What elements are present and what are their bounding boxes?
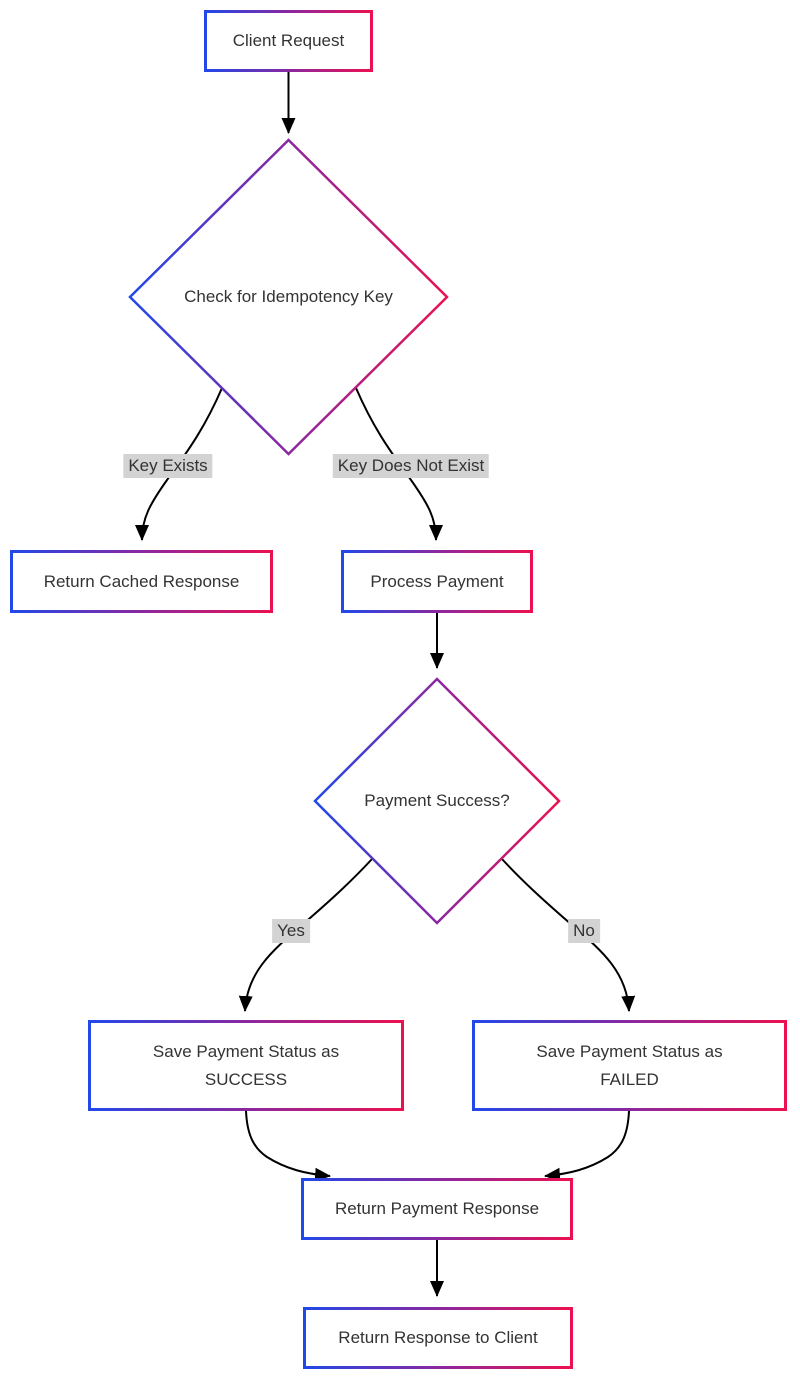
edge-label-key-does-not-exist: Key Does Not Exist	[332, 454, 490, 478]
edge-save-failed-to-return-response	[544, 1110, 630, 1182]
edge-label-yes: Yes	[272, 919, 310, 943]
payment-success-diamond	[313, 677, 561, 925]
node-client-request: Client Request	[204, 10, 373, 72]
node-process-payment: Process Payment	[341, 550, 533, 613]
node-return-response-to-client: Return Response to Client	[303, 1307, 573, 1369]
decision-payment-success-label: Payment Success?	[364, 791, 510, 810]
node-return-cached-response: Return Cached Response	[10, 550, 273, 613]
edge-label-no: No	[568, 919, 600, 943]
node-return-payment-response: Return Payment Response	[301, 1178, 573, 1240]
edge-check-to-return-cached	[135, 387, 223, 541]
decision-check-idempotency-label: Check for Idempotency Key	[184, 287, 393, 306]
edge-success-check-to-save-failed	[501, 858, 636, 1012]
node-save-payment-failed: Save Payment Status as FAILED	[472, 1020, 787, 1111]
node-save-payment-success: Save Payment Status as SUCCESS	[88, 1020, 404, 1111]
edge-save-success-to-return-response	[245, 1110, 331, 1182]
edge-label-key-exists: Key Exists	[123, 454, 213, 478]
check-idempotency-diamond	[128, 138, 449, 456]
edge-check-to-process-payment	[355, 387, 443, 541]
